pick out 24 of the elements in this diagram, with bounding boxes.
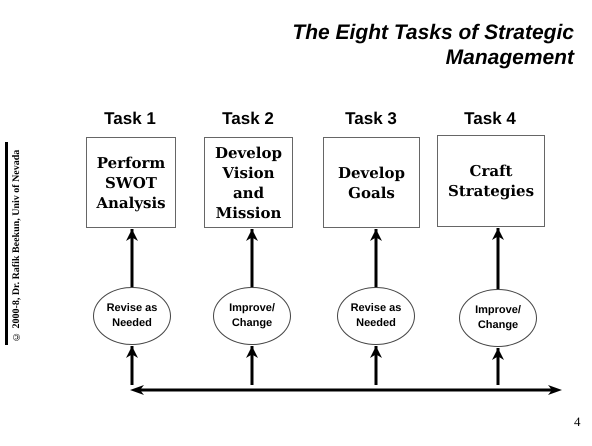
action-ellipse: Improve/ Change: [459, 289, 537, 347]
arrow: [492, 348, 504, 385]
page-number: 4: [574, 413, 580, 431]
slide-title: The Eight Tasks of Strategic Management: [291, 20, 574, 70]
arrow: [370, 346, 382, 385]
action-ellipse: Improve/ Change: [213, 287, 291, 345]
action-ellipse: Revise as Needed: [337, 287, 415, 345]
task-box: Craft Strategies: [437, 135, 545, 227]
task-heading: Task 2: [221, 108, 275, 130]
task-heading: Task 1: [103, 108, 157, 130]
task-box: Develop Goals: [323, 137, 420, 228]
arrow: [246, 346, 258, 385]
arrow: [126, 229, 138, 287]
task-heading: Task 4: [463, 108, 517, 130]
arrow: [246, 229, 258, 287]
arrow: [126, 346, 138, 385]
arrow: [492, 228, 504, 289]
task-box: Perform SWOT Analysis: [86, 137, 176, 228]
task-heading: Task 3: [344, 108, 398, 130]
double-arrow-line: [130, 385, 562, 395]
copyright-note: © 2000-8, Dr. Rafik Beekun, Univ of Nevada: [11, 148, 23, 344]
arrow: [370, 229, 382, 287]
task-box: Develop Vision and Mission: [204, 137, 293, 228]
action-ellipse: Revise as Needed: [93, 287, 171, 345]
